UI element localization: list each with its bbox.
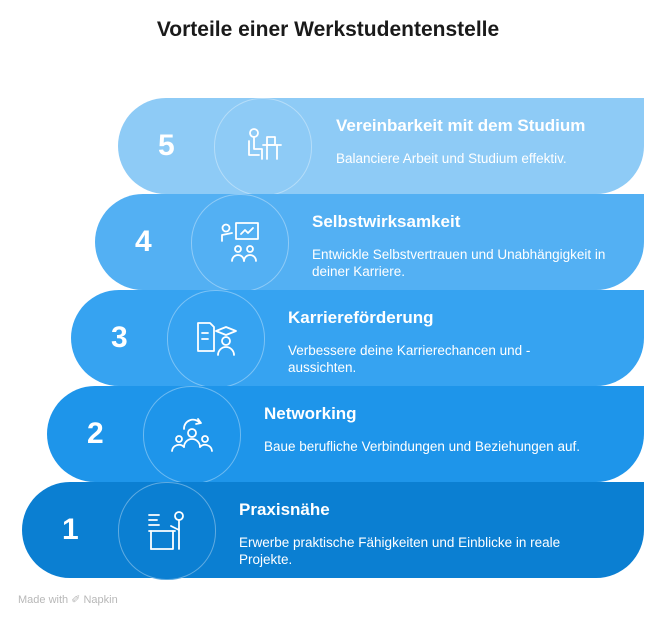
step-2-description: Baue berufliche Verbindungen und Beziehu… <box>264 439 581 454</box>
person-at-desk-icon <box>148 511 184 550</box>
step-3-icon-area <box>167 290 265 388</box>
step-3: 3 Karriereförderung Verbessere deine Kar… <box>71 290 644 388</box>
footer-brand: Napkin <box>83 594 118 606</box>
step-2-title: Networking <box>264 404 357 423</box>
step-1: 1 Praxisnähe Erwerbe praktische Fähigkei… <box>22 482 644 580</box>
step-1-title: Praxisnähe <box>239 500 330 519</box>
step-5: 5 Vereinbarkeit mit dem Studium Balancie… <box>118 98 644 196</box>
napkin-logo-icon: ✐ <box>71 594 81 606</box>
step-3-number: 3 <box>111 321 128 354</box>
footer-label: Made with <box>18 594 69 606</box>
step-2-icon-area <box>143 386 241 484</box>
step-5-description: Balanciere Arbeit und Studium effektiv. <box>336 151 567 166</box>
step-1-number: 1 <box>62 513 79 546</box>
graduate-document-icon <box>197 322 237 356</box>
step-5-title: Vereinbarkeit mit dem Studium <box>336 116 586 135</box>
student-desk-icon <box>248 128 282 160</box>
step-2: 2 Networking Baue berufliche Verbindunge… <box>47 386 644 484</box>
step-4-title: Selbstwirksamkeit <box>312 212 461 231</box>
step-1-icon-area <box>118 482 216 580</box>
step-4-description: Entwickle Selbstvertrauen und Unabhängig… <box>312 247 606 279</box>
step-4-number: 4 <box>135 225 152 258</box>
step-2-number: 2 <box>87 417 104 450</box>
presentation-group-icon <box>221 222 259 262</box>
step-1-description: Erwerbe praktische Fähigkeiten und Einbl… <box>239 535 561 567</box>
step-5-icon-area <box>214 98 312 196</box>
page-title: Vorteile einer Werkstudentenstelle <box>156 18 500 41</box>
made-with-napkin-footer: Made with ✐ Napkin <box>18 593 118 606</box>
network-people-icon <box>171 418 213 452</box>
step-5-number: 5 <box>158 129 175 162</box>
step-4-icon-area <box>191 194 289 292</box>
step-3-title: Karriereförderung <box>288 308 434 327</box>
step-3-description: Verbessere deine Karrierechancen und -au… <box>288 343 531 375</box>
step-4: 4 Selbstwirksamkeit Entwickle Selbstvert… <box>95 194 644 292</box>
